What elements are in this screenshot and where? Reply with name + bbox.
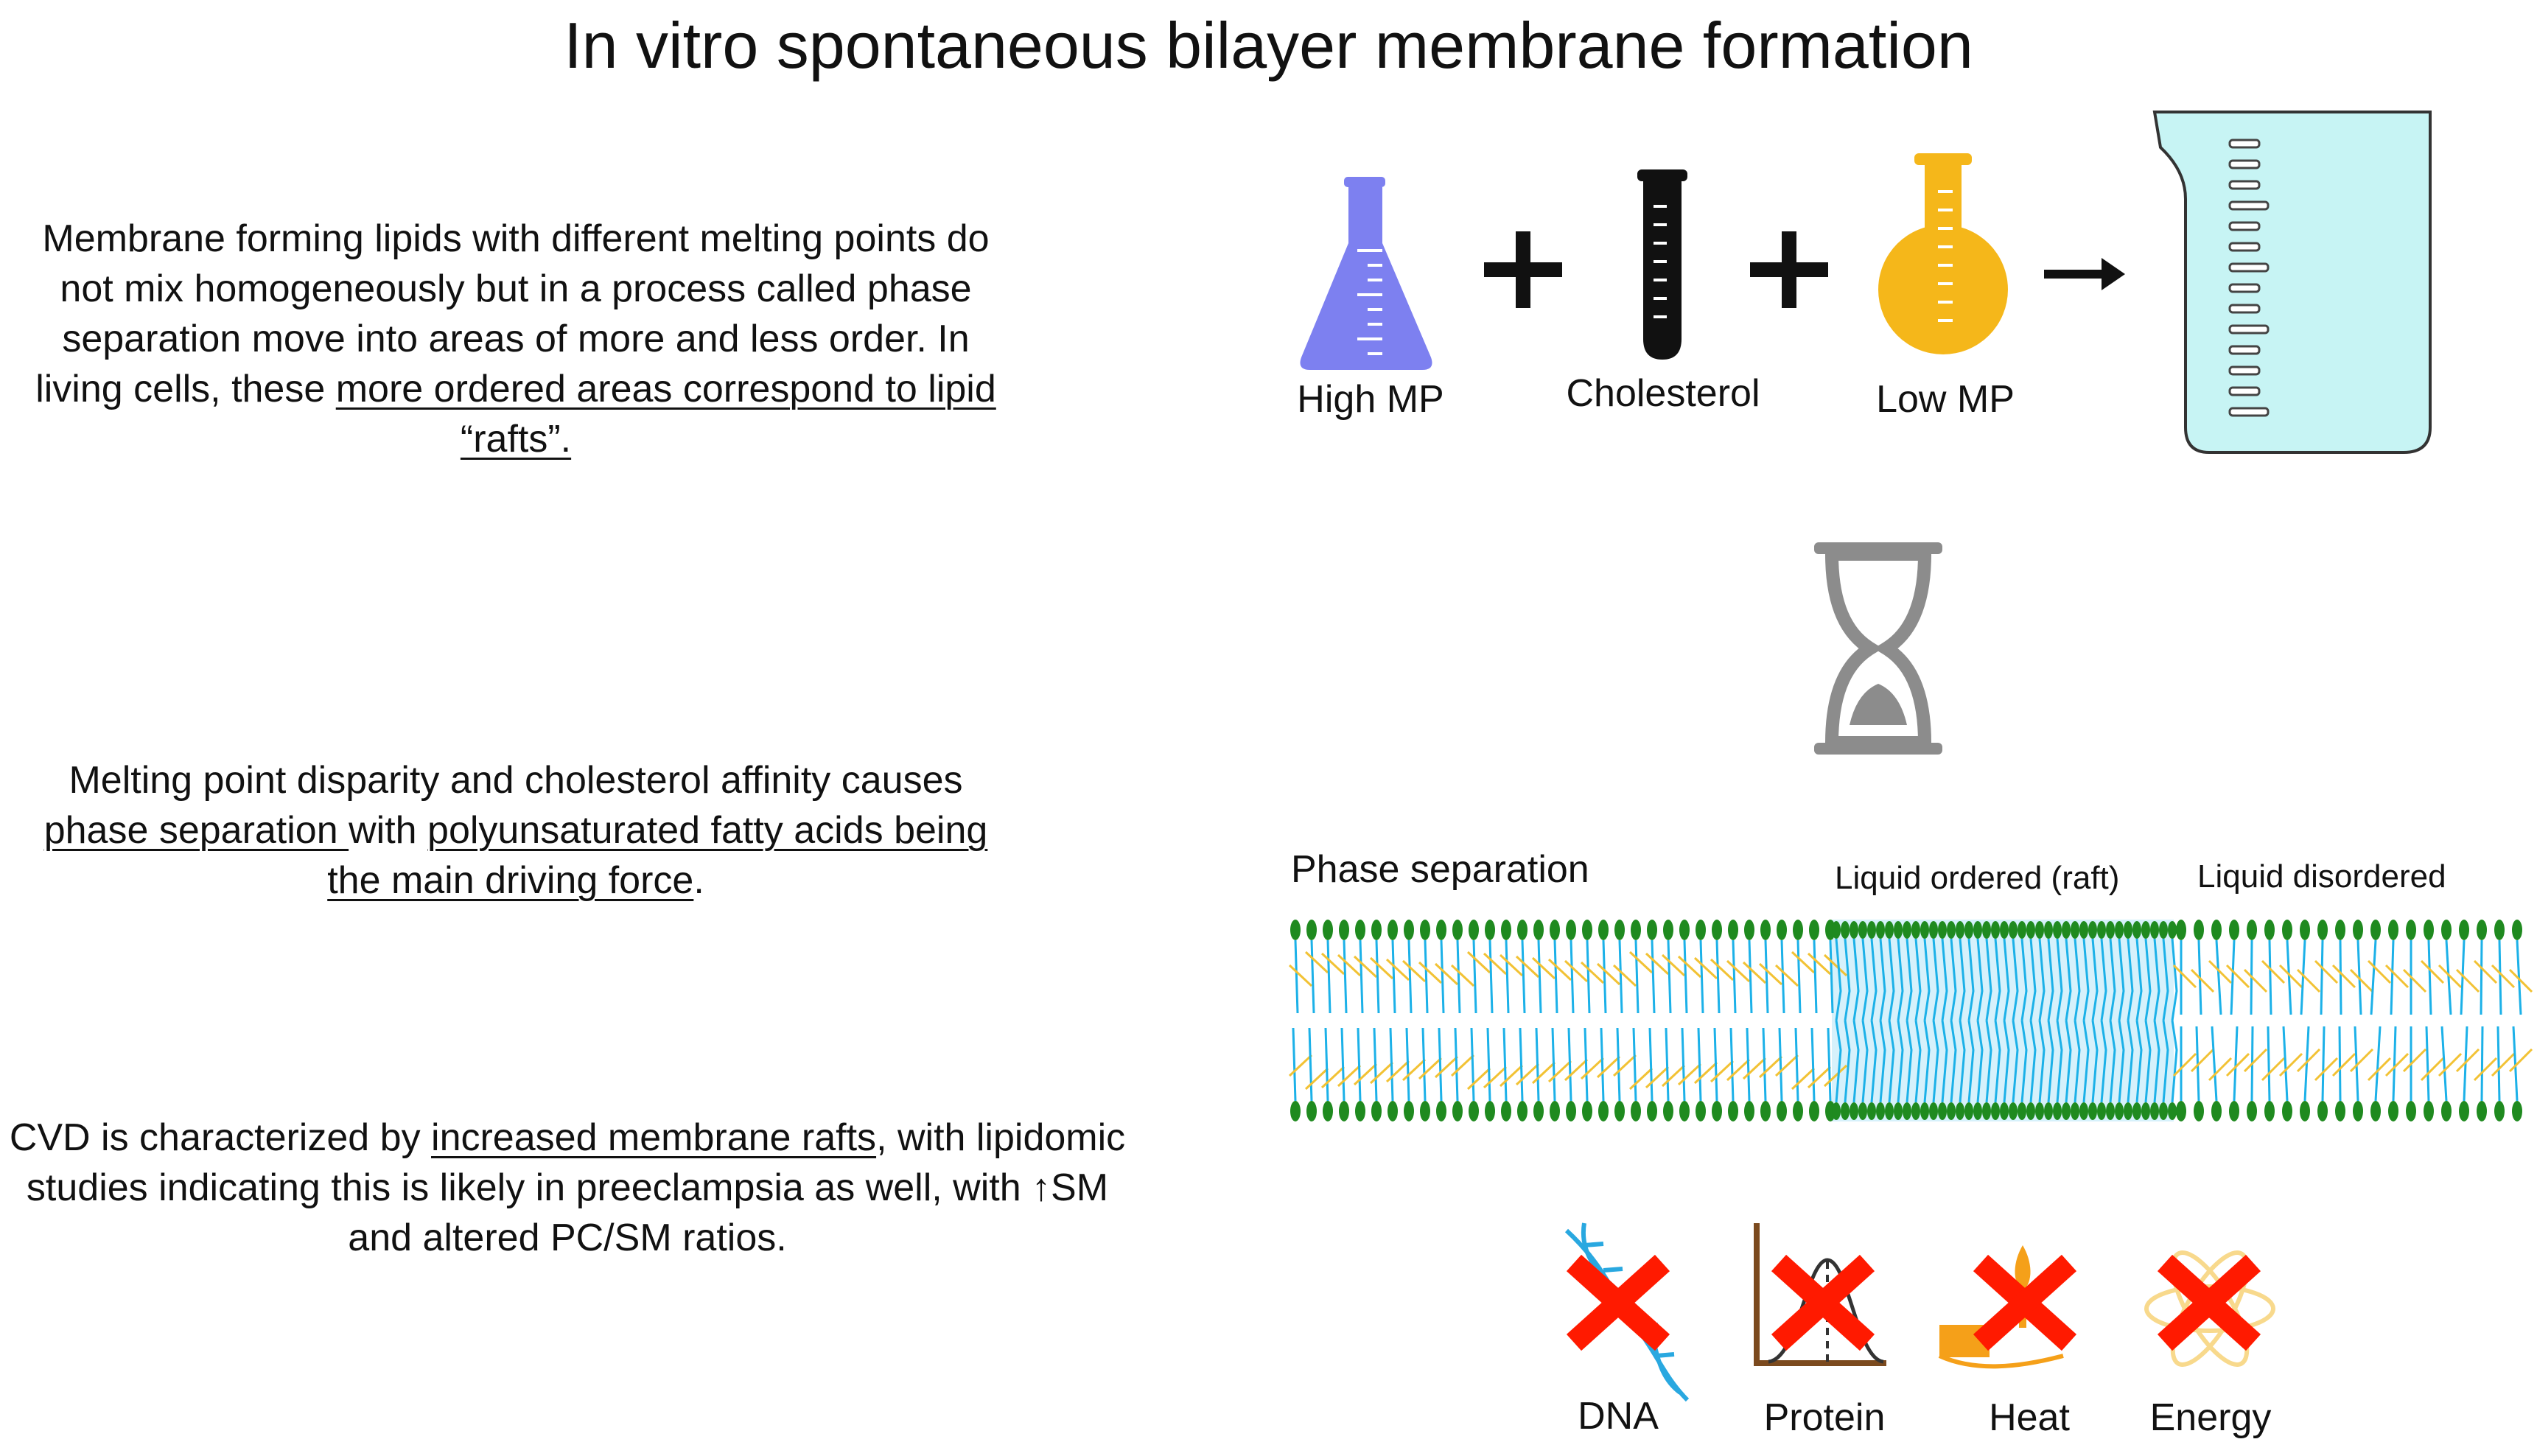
liquid-disordered-label: Liquid disordered [2197,858,2446,895]
driving-force-text-a: Melting point disparity and cholesterol … [69,759,963,802]
membrane-bilayer [1288,920,2533,1121]
low-mp-label: Low MP [1876,378,2015,421]
intro-paragraph: Membrane forming lipids with different m… [22,214,1009,464]
driving-force-underlined-b: polyunsaturated fatty acids being the ma… [327,809,988,902]
beaker-icon [2152,111,2432,454]
round-flask-icon [1878,153,2008,354]
erlenmeyer-flask-icon [1300,177,1432,370]
heat-label: Heat [1989,1396,2070,1439]
cvd-text-a: CVD is characterized by [9,1116,432,1159]
cross-icon [1973,1254,2077,1351]
driving-force-text-c: . [693,859,704,902]
energy-label: Energy [2149,1396,2272,1439]
cholesterol-label: Cholesterol [1566,372,1760,415]
protein-label: Protein [1763,1396,1886,1439]
cvd-underlined-text: increased membrane rafts [431,1116,877,1159]
cvd-text-b: , with lipidomic studies indicating this… [26,1116,1126,1259]
driving-force-text-b: with [349,809,428,852]
dna-label: DNA [1578,1395,1659,1438]
cross-icon [1566,1254,1670,1351]
high-mp-label: High MP [1297,378,1444,421]
phase-separation-heading: Phase separation [1291,848,1589,891]
plus-icon [1484,231,1562,308]
intro-text: Membrane forming lipids with different m… [35,217,990,410]
hourglass-icon [1814,542,1942,755]
liquid-ordered-label: Liquid ordered (raft) [1835,860,2120,896]
cross-icon [1771,1254,1875,1351]
intro-underlined-text: more ordered areas correspond to lipid “… [335,368,996,461]
driving-force-underlined-a: phase separation [43,809,349,852]
plus-icon [1750,231,1828,308]
arrow-right-icon [2044,258,2125,290]
cvd-paragraph: CVD is characterized by increased membra… [7,1113,1127,1263]
driving-force-paragraph: Melting point disparity and cholesterol … [15,755,1017,906]
cross-icon [2157,1254,2261,1351]
page-title: In vitro spontaneous bilayer membrane fo… [564,9,1973,82]
test-tube-icon [1637,169,1687,360]
